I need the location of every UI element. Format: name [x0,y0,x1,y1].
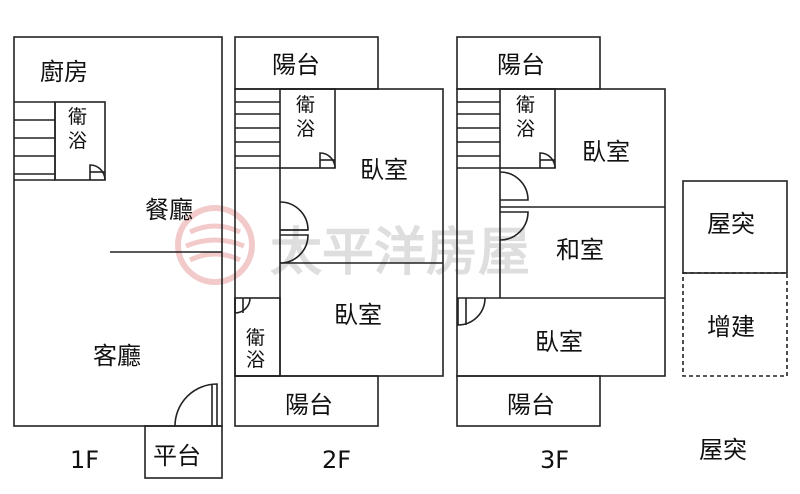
floor-3-bath-door [539,152,556,169]
label-3f-bath-1: 衛 [516,94,535,116]
floor-2-stairs [235,101,280,169]
label-floor-3: 3F [540,446,569,474]
label-2f-bath-top-1: 衛 [296,94,315,116]
floor-2 [234,36,444,427]
label-3f-balcony-top: 陽台 [497,51,545,79]
labels: 廚房 衛 浴 餐廳 客廳 平台 1F 陽台 衛 浴 臥室 臥室 衛 浴 陽台 2… [40,51,755,474]
label-1f-bath-1: 衛 [68,106,87,128]
floor-2-balcony-bottom [234,375,379,427]
label-rooftop-floor: 屋突 [699,436,747,464]
label-2f-bedroom-1: 臥室 [360,156,408,184]
label-rooftop-extension: 增建 [707,313,755,341]
floor-1-bath-door [89,164,106,181]
floor-3-japanese-room-door [499,211,529,241]
label-2f-balcony-top: 陽台 [272,51,320,79]
label-2f-bath-bottom-2: 浴 [246,349,265,371]
label-rooftop-room: 屋突 [707,210,755,238]
label-3f-bedroom-1: 臥室 [582,138,630,166]
label-living: 客廳 [93,342,141,370]
label-1f-bath-2: 浴 [68,130,87,152]
floor-3 [456,36,666,427]
watermark-logo-icon [175,205,255,285]
floor-1-stairs [14,101,56,181]
floor-3-bedroom-2-door [457,297,486,326]
floor-2-bath-top-room [279,88,336,169]
label-dining: 餐廳 [145,196,193,224]
label-floor-2: 2F [322,446,351,474]
floor-3-bedroom-1-door [499,171,529,201]
floor-1-outline [13,36,223,427]
label-3f-bath-2: 浴 [516,118,535,140]
watermark-text: 太平洋房屋 [270,222,530,283]
label-2f-bath-bottom-1: 衛 [246,327,265,349]
label-2f-bedroom-2: 臥室 [334,301,382,329]
floor-3-bath-room [499,88,556,169]
floor-1 [13,36,223,479]
label-2f-balcony-bottom: 陽台 [285,391,333,419]
floor-1-entry-door [174,383,218,427]
rooftop-extension [682,272,788,377]
label-platform: 平台 [153,442,201,470]
floor-2-bath-top-door [319,152,336,169]
floor-1-bath-room [54,101,106,181]
label-3f-japanese-room: 和室 [556,236,604,264]
floor-2-bath-bottom-door [234,297,251,314]
rooftop [682,180,788,377]
label-kitchen: 廚房 [40,58,88,86]
floor-2-bedroom-2-door [279,234,309,264]
label-floor-1: 1F [70,446,99,474]
label-2f-bath-top-2: 浴 [296,118,315,140]
floor-3-stairs [457,101,500,169]
watermark: 太平洋房屋 [175,205,530,285]
label-3f-balcony-bottom: 陽台 [507,391,555,419]
floor-3-balcony-bottom [456,375,601,427]
floor-1-platform [144,425,223,479]
label-3f-bedroom-2: 臥室 [535,328,583,356]
